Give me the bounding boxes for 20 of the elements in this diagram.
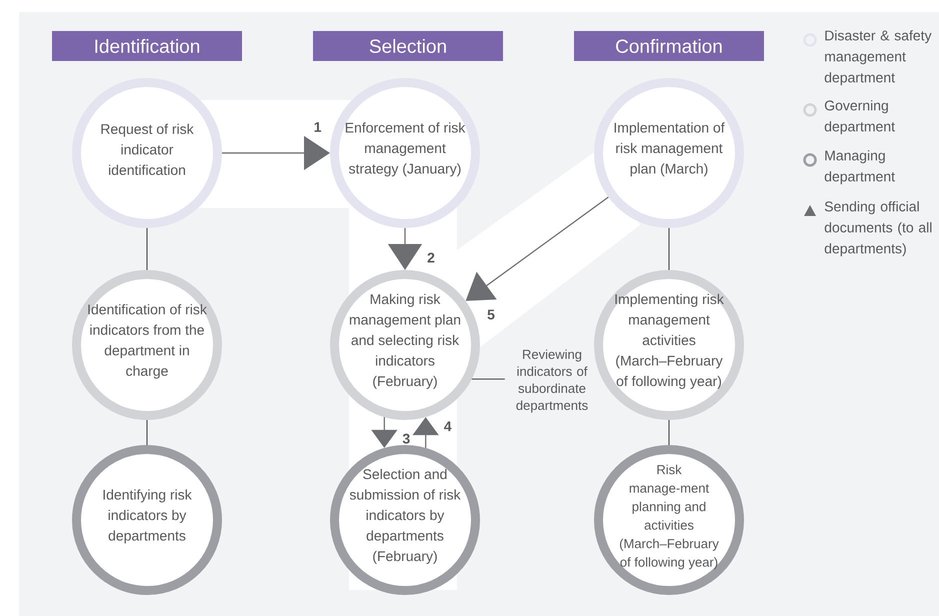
- connector-line: [146, 228, 148, 270]
- legend-text: Disaster & safety management department: [824, 30, 932, 86]
- stage-header: Identification: [52, 31, 242, 61]
- arrow-triangle: [466, 196, 609, 301]
- connector-line: [146, 420, 148, 445]
- stage-header: Confirmation: [574, 31, 764, 61]
- step-number: 1: [314, 122, 322, 132]
- connector-line: [668, 228, 670, 270]
- legend-text: Sending official documents (to all departments): [824, 201, 932, 256]
- step-number: 2: [428, 252, 434, 262]
- step-number: 5: [488, 310, 495, 320]
- legend-text: Managing department: [824, 150, 895, 184]
- step-number: 3: [402, 434, 410, 444]
- legend-text: Governing department: [824, 100, 895, 134]
- note-text: Reviewing indicators of subordinate departments: [516, 349, 588, 413]
- leader-line: [472, 378, 505, 380]
- connector-line: [668, 420, 670, 445]
- node-label: Selection and submission of risk indicators by departments (February): [350, 468, 461, 564]
- stage-header: Selection: [313, 31, 503, 61]
- step-number: 4: [444, 422, 452, 432]
